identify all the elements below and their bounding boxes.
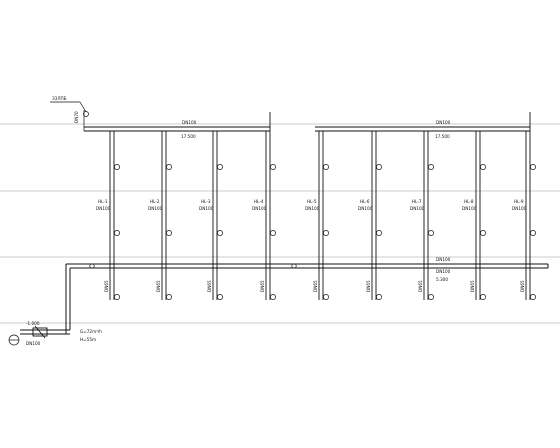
riser-name: HL-5 [307, 199, 317, 204]
inlet-symbol-icon [8, 334, 20, 346]
inlet-pipe [20, 325, 70, 339]
riser-hl-2: HL-2 DN100 DN65 [148, 131, 172, 300]
fire-hydrant-icon [114, 164, 120, 300]
bottom-main-label-top: DN100 [436, 257, 451, 262]
riser-name: HL-7 [412, 199, 422, 204]
fire-hydrant-icon [217, 164, 223, 300]
riser-size: DN100 [305, 206, 320, 211]
branch-label: DN65 [313, 280, 318, 292]
riser-name: HL-4 [254, 199, 264, 204]
riser-hl-6: HL-6 DN100 DN65 [358, 131, 382, 300]
top-main-pipe-left [84, 112, 271, 132]
riser-size: DN100 [96, 206, 111, 211]
fire-hydrant-icon [376, 164, 382, 300]
riser-hl-8: HL-8 DN100 DN65 [462, 131, 486, 300]
top-main-right-label: DN100 [436, 120, 451, 125]
valve-icons [89, 263, 297, 269]
left-tag-symbol [50, 101, 89, 131]
riser-size: DN100 [358, 206, 373, 211]
riser-hl-7: HL-7 DN100 DN65 [410, 131, 434, 300]
riser-size: DN100 [410, 206, 425, 211]
top-main-right-elev: 17.500 [435, 134, 450, 139]
bottom-main-pipe [65, 263, 549, 330]
branch-label: DN65 [520, 280, 525, 292]
riser-name: HL-6 [360, 199, 370, 204]
branch-label: DN65 [260, 280, 265, 292]
riser-name: HL-9 [514, 199, 524, 204]
left-tag-label: ЗЗЛПБ [52, 96, 67, 101]
riser-hl-4: HL-4 DN100 DN65 [252, 131, 276, 300]
branch-label: DN65 [418, 280, 423, 292]
riser-hl-5: HL-5 DN100 DN65 [305, 131, 329, 300]
riser-name: HL-2 [150, 199, 160, 204]
bottom-main-elev: 5.300 [436, 277, 448, 282]
riser-hl-1: HL-1 DN100 DN65 [96, 131, 120, 300]
riser-size: DN100 [252, 206, 267, 211]
branch-label: DN65 [104, 280, 109, 292]
top-main-pipe-right [315, 112, 531, 132]
branch-label: DN65 [156, 280, 161, 292]
flow-note-line2: H=55m [80, 337, 96, 342]
fire-hydrant-icon [480, 164, 486, 300]
fire-hydrant-icon [166, 164, 172, 300]
left-riser-label: DN70 [74, 111, 79, 123]
riser-name: HL-3 [201, 199, 211, 204]
top-main-left-label: DN100 [182, 120, 197, 125]
riser-name: HL-8 [464, 199, 474, 204]
fire-hydrant-icon [270, 164, 276, 300]
riser-hl-9: HL-9 DN100 DN65 [512, 131, 536, 300]
riser-size: DN100 [512, 206, 527, 211]
inlet-size: DN100 [26, 341, 41, 346]
riser-hl-3: HL-3 DN100 DN65 [199, 131, 223, 300]
branch-label: DN65 [207, 280, 212, 292]
branch-label: DN65 [470, 280, 475, 292]
inlet-elev: -1.000 [26, 321, 40, 326]
floor-lines [0, 123, 560, 324]
flow-note-line1: G=72m³/h [80, 329, 102, 334]
bottom-main-label-mid: DN100 [436, 269, 451, 274]
fire-hydrant-icon [323, 164, 329, 300]
riser-size: DN100 [462, 206, 477, 211]
branch-label: DN65 [366, 280, 371, 292]
fire-hydrant-icon [428, 164, 434, 300]
fire-hydrant-icon [530, 164, 536, 300]
riser-size: DN100 [199, 206, 214, 211]
top-main-left-elev: 17.500 [181, 134, 196, 139]
riser-size: DN100 [148, 206, 163, 211]
riser-name: HL-1 [98, 199, 108, 204]
